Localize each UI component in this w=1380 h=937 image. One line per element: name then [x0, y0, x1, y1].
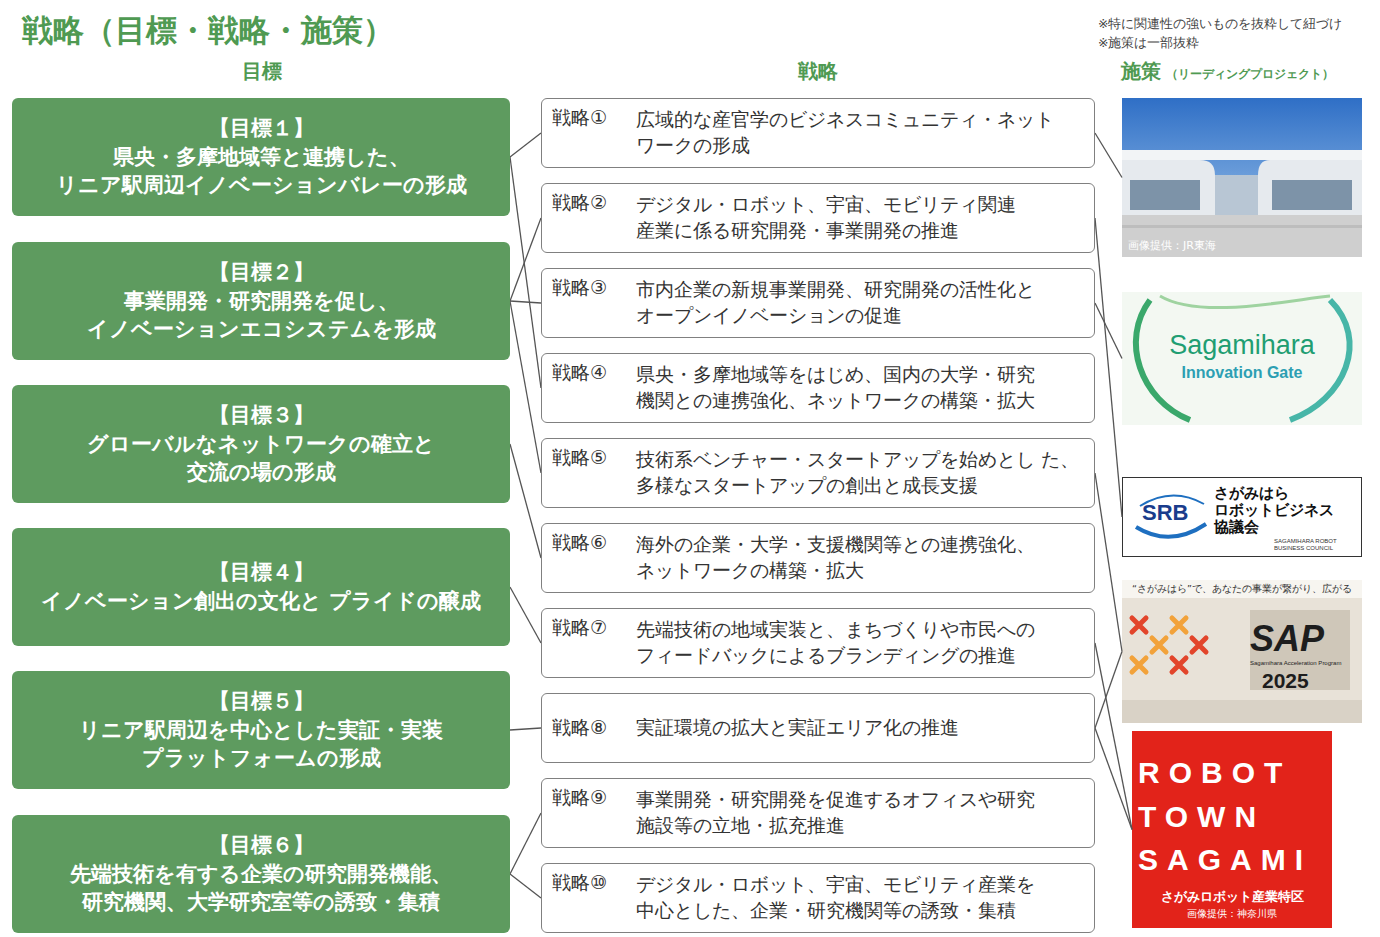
connector-line [1095, 473, 1122, 652]
goal-box: 【目標３】グローバルなネットワークの確立と 交流の場の形成 [12, 385, 510, 503]
strategy-box: 戦略⑧実証環境の拡大と実証エリア化の推進 [541, 693, 1095, 763]
goal-box: 【目標５】リニア駅周辺を中心とした実証・実装 プラットフォームの形成 [12, 671, 510, 789]
logo-text: Innovation Gate [1122, 364, 1362, 382]
connector-line [510, 813, 541, 874]
image-credit: 画像提供：JR東海 [1128, 238, 1216, 253]
connector-line [510, 157, 541, 388]
strategy-text: 海外の企業・大学・支援機関等との連携強化、 ネットワークの構築・拡大 [636, 532, 1084, 583]
image-credit: 画像提供：神奈川県 [1132, 907, 1332, 921]
strategy-number: 戦略⑧ [552, 715, 636, 741]
poster-year: 2025 [1262, 669, 1309, 693]
strategy-box: 戦略③市内企業の新規事業開発、研究開発の活性化と オープンイノベーションの促進 [541, 268, 1095, 338]
logo-text: Sagamihara [1122, 330, 1362, 361]
goal-box: 【目標１】県央・多摩地域等と連携した、 リニア駅周辺イノベーションバレーの形成 [12, 98, 510, 216]
connector-line [1095, 643, 1132, 830]
goal-box: 【目標６】先端技術を有する企業の研究開発機能、 研究機関、大学研究室等の誘致・集… [12, 815, 510, 933]
goal-text: 県央・多摩地域等と連携した、 リニア駅周辺イノベーションバレーの形成 [22, 143, 500, 200]
strategy-number: 戦略⑥ [552, 530, 636, 556]
logo-subtext: SAGAMIHARA ROBOT BUSINESS COUNCIL [1274, 538, 1350, 552]
strategy-box: 戦略⑤技術系ベンチャー・スタートアップを始めとし た、多様なスタートアップの創出… [541, 438, 1095, 508]
logo-mark: SRB [1142, 500, 1188, 526]
station-photo-box: 画像提供：JR東海 [1122, 98, 1362, 257]
goal-heading: 【目標５】 [209, 687, 314, 716]
connector-line [510, 301, 541, 473]
strategy-text: 広域的な産官学のビジネスコミュニティ・ネット ワークの形成 [636, 107, 1084, 158]
logo-subtext: さがみロボット産業特区 [1132, 889, 1332, 906]
connector-line [510, 218, 541, 301]
poster-title: SAP [1250, 618, 1324, 660]
strategy-box: 戦略⑩デジタル・ロボット、宇宙、モビリティ産業を 中心とした、企業・研究機関等の… [541, 863, 1095, 933]
logo-text: さがみはら ロボットビジネス 協議会 [1214, 485, 1350, 535]
strategy-number: 戦略⑩ [552, 870, 636, 896]
goal-text: グローバルなネットワークの確立と 交流の場の形成 [22, 430, 500, 487]
strategy-number: 戦略④ [552, 360, 636, 386]
goal-box: 【目標２】事業開発・研究開発を促し、 イノベーションエコシステムを形成 [12, 242, 510, 360]
strategy-text: 事業開発・研究開発を促進するオフィスや研究 施設等の立地・拡充推進 [636, 787, 1084, 838]
connector-line [510, 728, 541, 730]
strategy-box: 戦略④県央・多摩地域等をはじめ、国内の大学・研究 機関との連携強化、ネットワーク… [541, 353, 1095, 423]
connector-line [510, 874, 541, 898]
poster-subtitle: Sagamihara Acceleration Program [1250, 660, 1341, 666]
strategy-number: 戦略⑦ [552, 615, 636, 641]
strategy-box: 戦略⑨事業開発・研究開発を促進するオフィスや研究 施設等の立地・拡充推進 [541, 778, 1095, 848]
connector-line [1095, 652, 1122, 729]
strategy-text: 実証環境の拡大と実証エリア化の推進 [636, 715, 1084, 741]
sap-poster [1122, 580, 1362, 723]
column-header: 施策 [1121, 58, 1161, 85]
diagram-title: 戦略（目標・戦略・施策） [22, 10, 394, 52]
strategy-number: 戦略⑤ [552, 445, 636, 471]
strategy-box: 戦略⑥海外の企業・大学・支援機関等との連携強化、 ネットワークの構築・拡大 [541, 523, 1095, 593]
connector-line [1095, 218, 1122, 517]
strategy-text: 市内企業の新規事業開発、研究開発の活性化と オープンイノベーションの促進 [636, 277, 1084, 328]
strategy-number: 戦略① [552, 105, 636, 131]
goal-text: リニア駅周辺を中心とした実証・実装 プラットフォームの形成 [22, 716, 500, 773]
strategy-text: 県央・多摩地域等をはじめ、国内の大学・研究 機関との連携強化、ネットワークの構築… [636, 362, 1084, 413]
column-header: 戦略 [718, 58, 918, 85]
strategy-text: デジタル・ロボット、宇宙、モビリティ関連 産業に係る研究開発・事業開発の推進 [636, 192, 1084, 243]
station-photo [1122, 98, 1362, 257]
connector-line [1095, 303, 1122, 359]
note: ※特に関連性の強いものを抜粋して紐づけ [1098, 16, 1342, 33]
strategy-text: 技術系ベンチャー・スタートアップを始めとし た、多様なスタートアップの創出と成長… [636, 447, 1084, 498]
goal-heading: 【目標３】 [209, 401, 314, 430]
strategy-box: 戦略①広域的な産官学のビジネスコミュニティ・ネット ワークの形成 [541, 98, 1095, 168]
logo-box: SRB さがみはら ロボットビジネス 協議会 SAGAMIHARA ROBOT BU… [1122, 477, 1362, 557]
strategy-text: デジタル・ロボット、宇宙、モビリティ産業を 中心とした、企業・研究機関等の誘致・… [636, 872, 1084, 923]
column-subheader: （リーディングプロジェクト） [1166, 66, 1334, 83]
goal-heading: 【目標２】 [209, 258, 314, 287]
poster-tagline: “さがみはら”で、あなたの事業が繋がり、広がる [1122, 583, 1362, 596]
connector-line [1095, 728, 1132, 830]
goal-box: 【目標４】イノベーション創出の文化と プライドの醸成 [12, 528, 510, 646]
srb-logo [1123, 478, 1362, 557]
connector-line [510, 301, 541, 303]
goal-heading: 【目標６】 [209, 831, 314, 860]
goal-heading: 【目標４】 [209, 558, 314, 587]
goal-text: イノベーション創出の文化と プライドの醸成 [41, 587, 481, 616]
goal-text: 事業開発・研究開発を促し、 イノベーションエコシステムを形成 [22, 287, 500, 344]
strategy-text: 先端技術の地域実装と、まちづくりや市民への フィードバックによるブランディングの… [636, 617, 1084, 668]
note: ※施策は一部抜粋 [1098, 35, 1199, 52]
robot-town-logo [1132, 731, 1332, 928]
strategy-number: 戦略② [552, 190, 636, 216]
logo-text: ROBOT TOWN SAGAMI [1138, 751, 1328, 882]
innovation-gate-logo [1122, 292, 1362, 425]
strategy-box: 戦略②デジタル・ロボット、宇宙、モビリティ関連 産業に係る研究開発・事業開発の推… [541, 183, 1095, 253]
goal-heading: 【目標１】 [209, 114, 314, 143]
poster-box: “さがみはら”で、あなたの事業が繋がり、広がる SAPSagamihara Acc… [1122, 580, 1362, 723]
connector-line [510, 587, 541, 643]
goal-text: 先端技術を有する企業の研究開発機能、 研究機関、大学研究室等の誘致・集積 [22, 860, 500, 917]
strategy-number: 戦略③ [552, 275, 636, 301]
logo-box: SagamiharaInnovation Gate [1122, 292, 1362, 425]
logo-box: ROBOT TOWN SAGAMI さがみロボット産業特区画像提供：神奈川県 [1132, 731, 1332, 928]
strategy-box: 戦略⑦先端技術の地域実装と、まちづくりや市民への フィードバックによるブランディ… [541, 608, 1095, 678]
strategy-number: 戦略⑨ [552, 785, 636, 811]
connector-line [510, 444, 541, 558]
connector-line [510, 133, 541, 157]
column-header: 目標 [162, 58, 362, 85]
connector-line [1095, 133, 1122, 178]
